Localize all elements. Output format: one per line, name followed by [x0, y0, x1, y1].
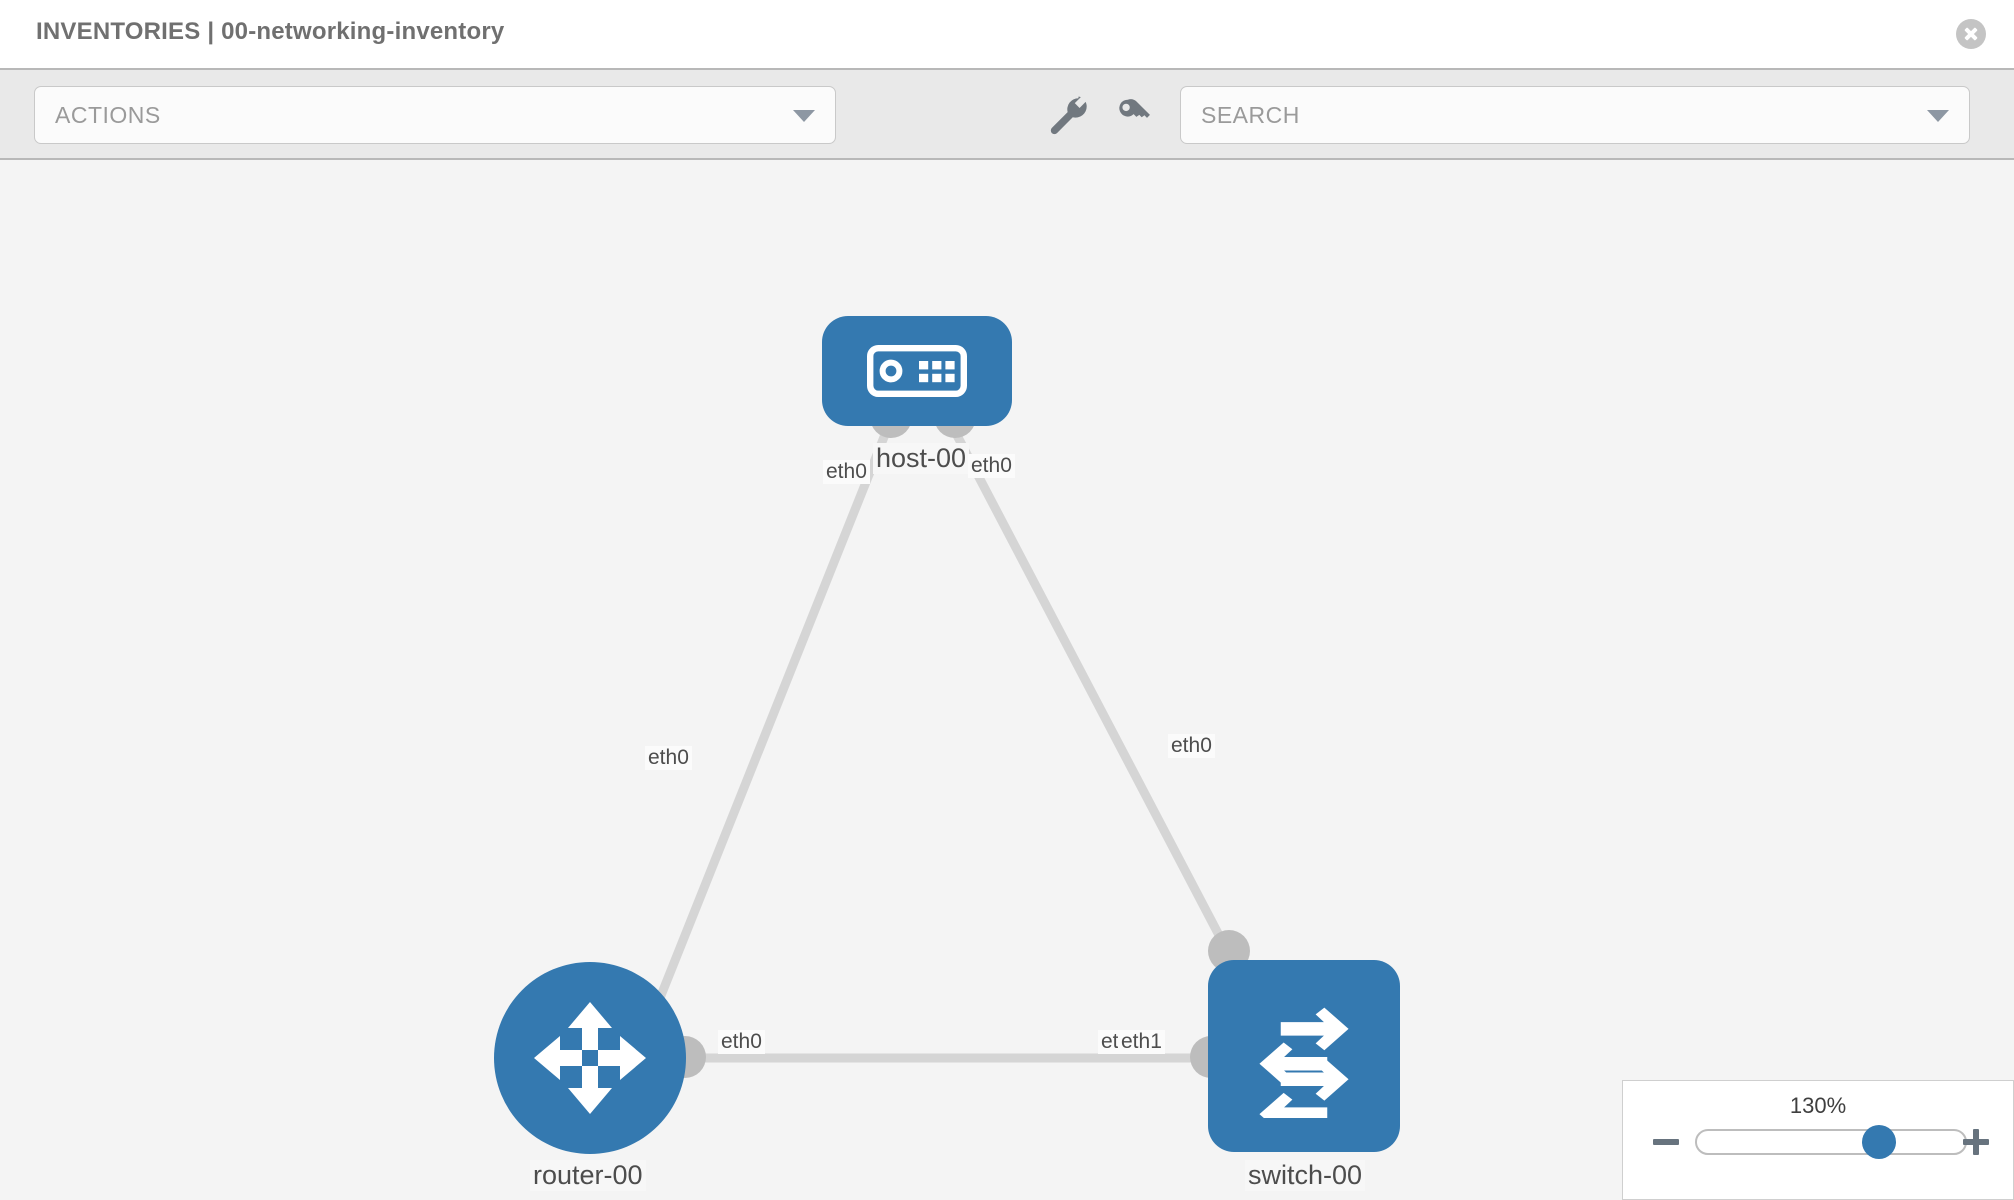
edge-label-switch-left: eth1	[1118, 1030, 1165, 1054]
search-placeholder: SEARCH	[1201, 102, 1300, 128]
close-icon[interactable]	[1956, 19, 1986, 49]
edge-label-host-left: eth0	[823, 460, 870, 484]
topology-canvas[interactable]: host-00 router-00 switch-00 eth0 eth0 et…	[0, 160, 2014, 1200]
edge-label-switch-uplink: eth0	[1168, 734, 1215, 758]
topology-edges	[655, 419, 1236, 1063]
actions-dropdown[interactable]: ACTIONS	[34, 86, 836, 144]
zoom-slider-track[interactable]	[1695, 1125, 1967, 1159]
plus-icon[interactable]	[1961, 1127, 1991, 1157]
wrench-icon[interactable]	[1046, 92, 1090, 136]
zoom-level-value: 130%	[1789, 1093, 1847, 1118]
topology-node-router-00[interactable]	[494, 962, 686, 1154]
zoom-slider-thumb[interactable]	[1862, 1125, 1897, 1159]
topology-node-switch-00[interactable]	[1208, 960, 1400, 1152]
node-label-router-00: router-00	[530, 1160, 646, 1191]
router-arrows-icon	[534, 1002, 646, 1114]
page-title: INVENTORIES | 00-networking-inventory	[36, 18, 505, 45]
key-icon[interactable]	[1114, 92, 1158, 136]
switch-arrows-icon	[1259, 1007, 1349, 1118]
node-label-switch-00: switch-00	[1245, 1160, 1366, 1191]
minus-icon[interactable]	[1651, 1127, 1681, 1157]
edge-label-host-right: eth0	[968, 454, 1015, 478]
node-label-host-00: host-00	[873, 443, 970, 474]
edge-label-router-uplink: eth0	[645, 746, 692, 770]
chevron-down-icon	[793, 110, 815, 122]
zoom-control-panel: 130%	[1622, 1080, 2014, 1200]
page-header: INVENTORIES | 00-networking-inventory	[0, 0, 2014, 68]
search-input[interactable]: SEARCH	[1180, 86, 1970, 144]
toolbar: ACTIONS SEARCH	[0, 68, 2014, 160]
topology-node-host-00[interactable]	[822, 316, 1012, 426]
actions-dropdown-label: ACTIONS	[55, 102, 161, 128]
search-chevron-down-icon[interactable]	[1927, 110, 1949, 122]
edge-label-router-right: eth0	[718, 1030, 765, 1054]
server-icon	[867, 345, 967, 397]
